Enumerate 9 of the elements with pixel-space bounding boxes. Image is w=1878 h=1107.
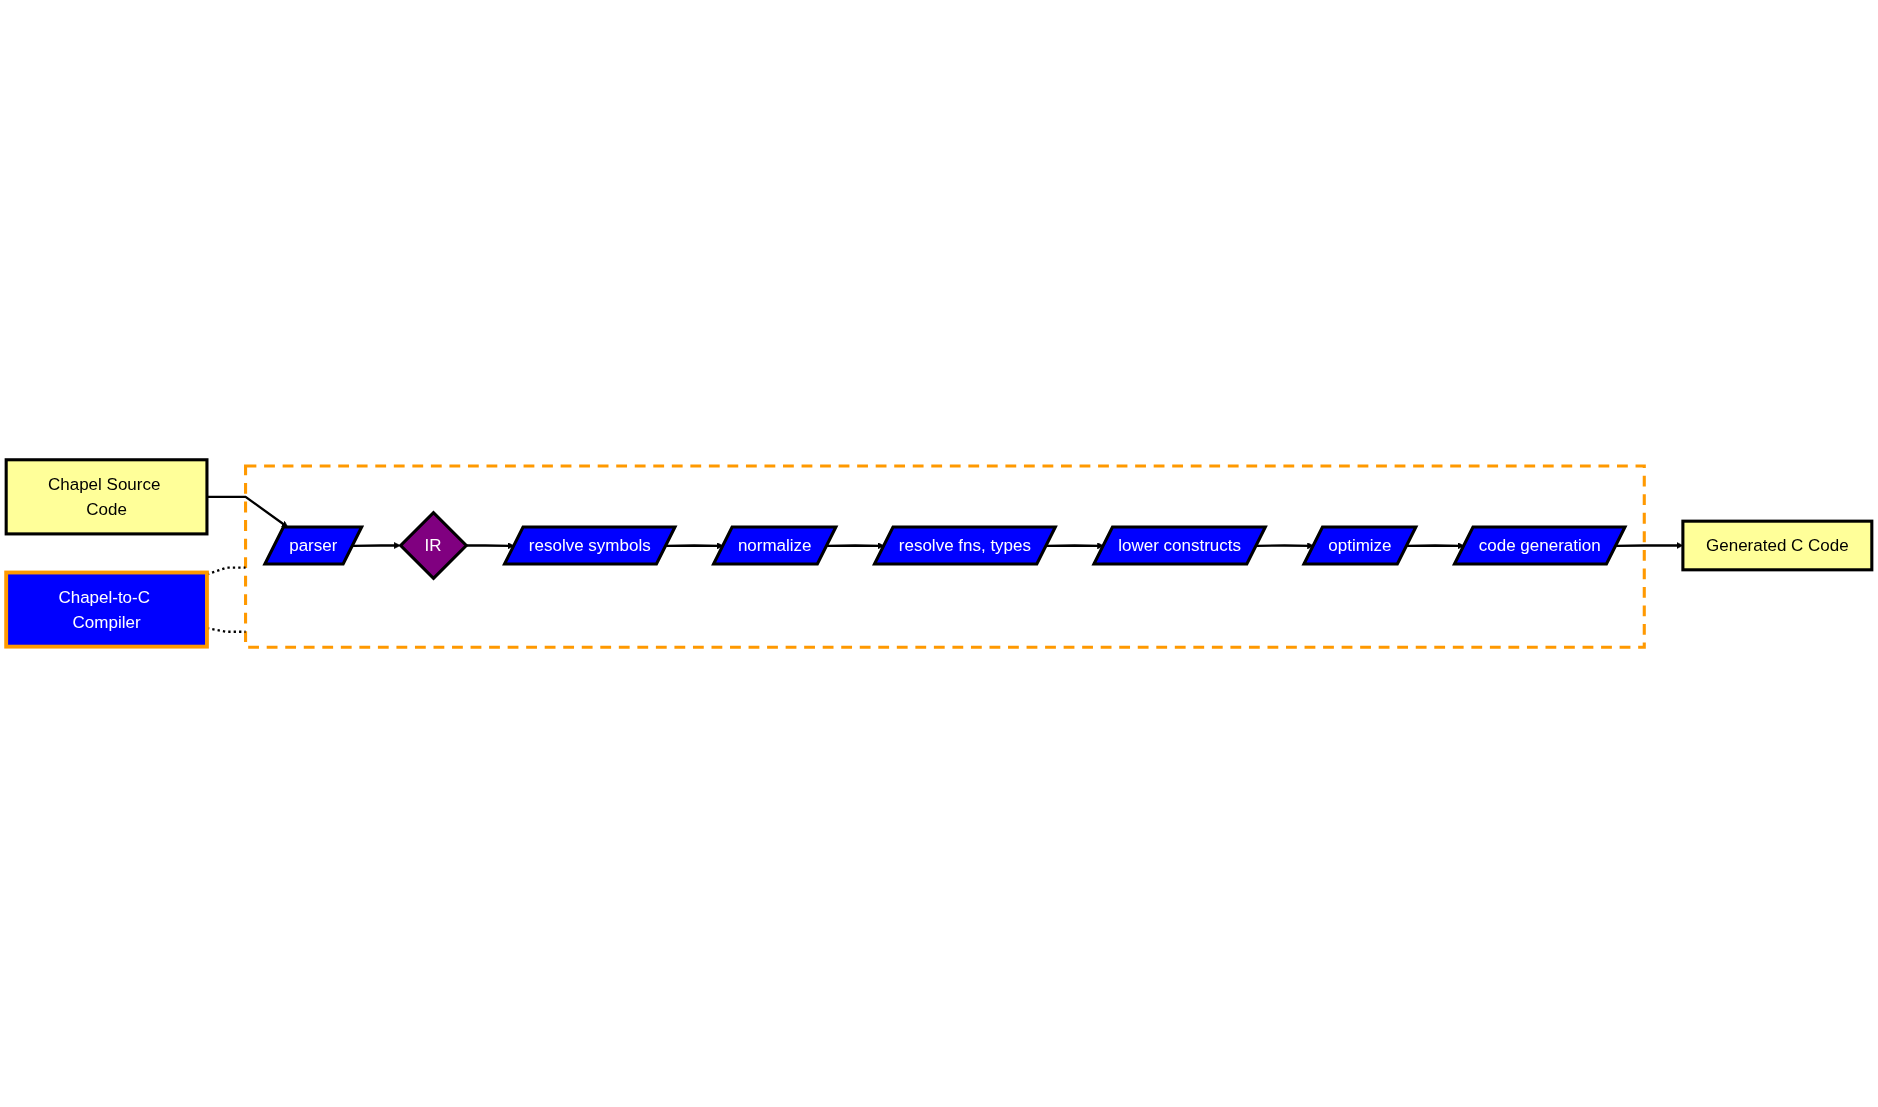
arrow: [352, 542, 401, 549]
arrow: [1046, 542, 1104, 550]
node-box: Generated C Code: [1681, 519, 1874, 572]
node-diamond: IR: [398, 510, 469, 581]
node-box: Chapel-to-C Compiler: [4, 570, 209, 649]
cluster: [244, 464, 1646, 649]
arrow: [827, 542, 885, 550]
node-box: Chapel Source Code: [4, 458, 209, 536]
arrow: [1256, 542, 1314, 550]
